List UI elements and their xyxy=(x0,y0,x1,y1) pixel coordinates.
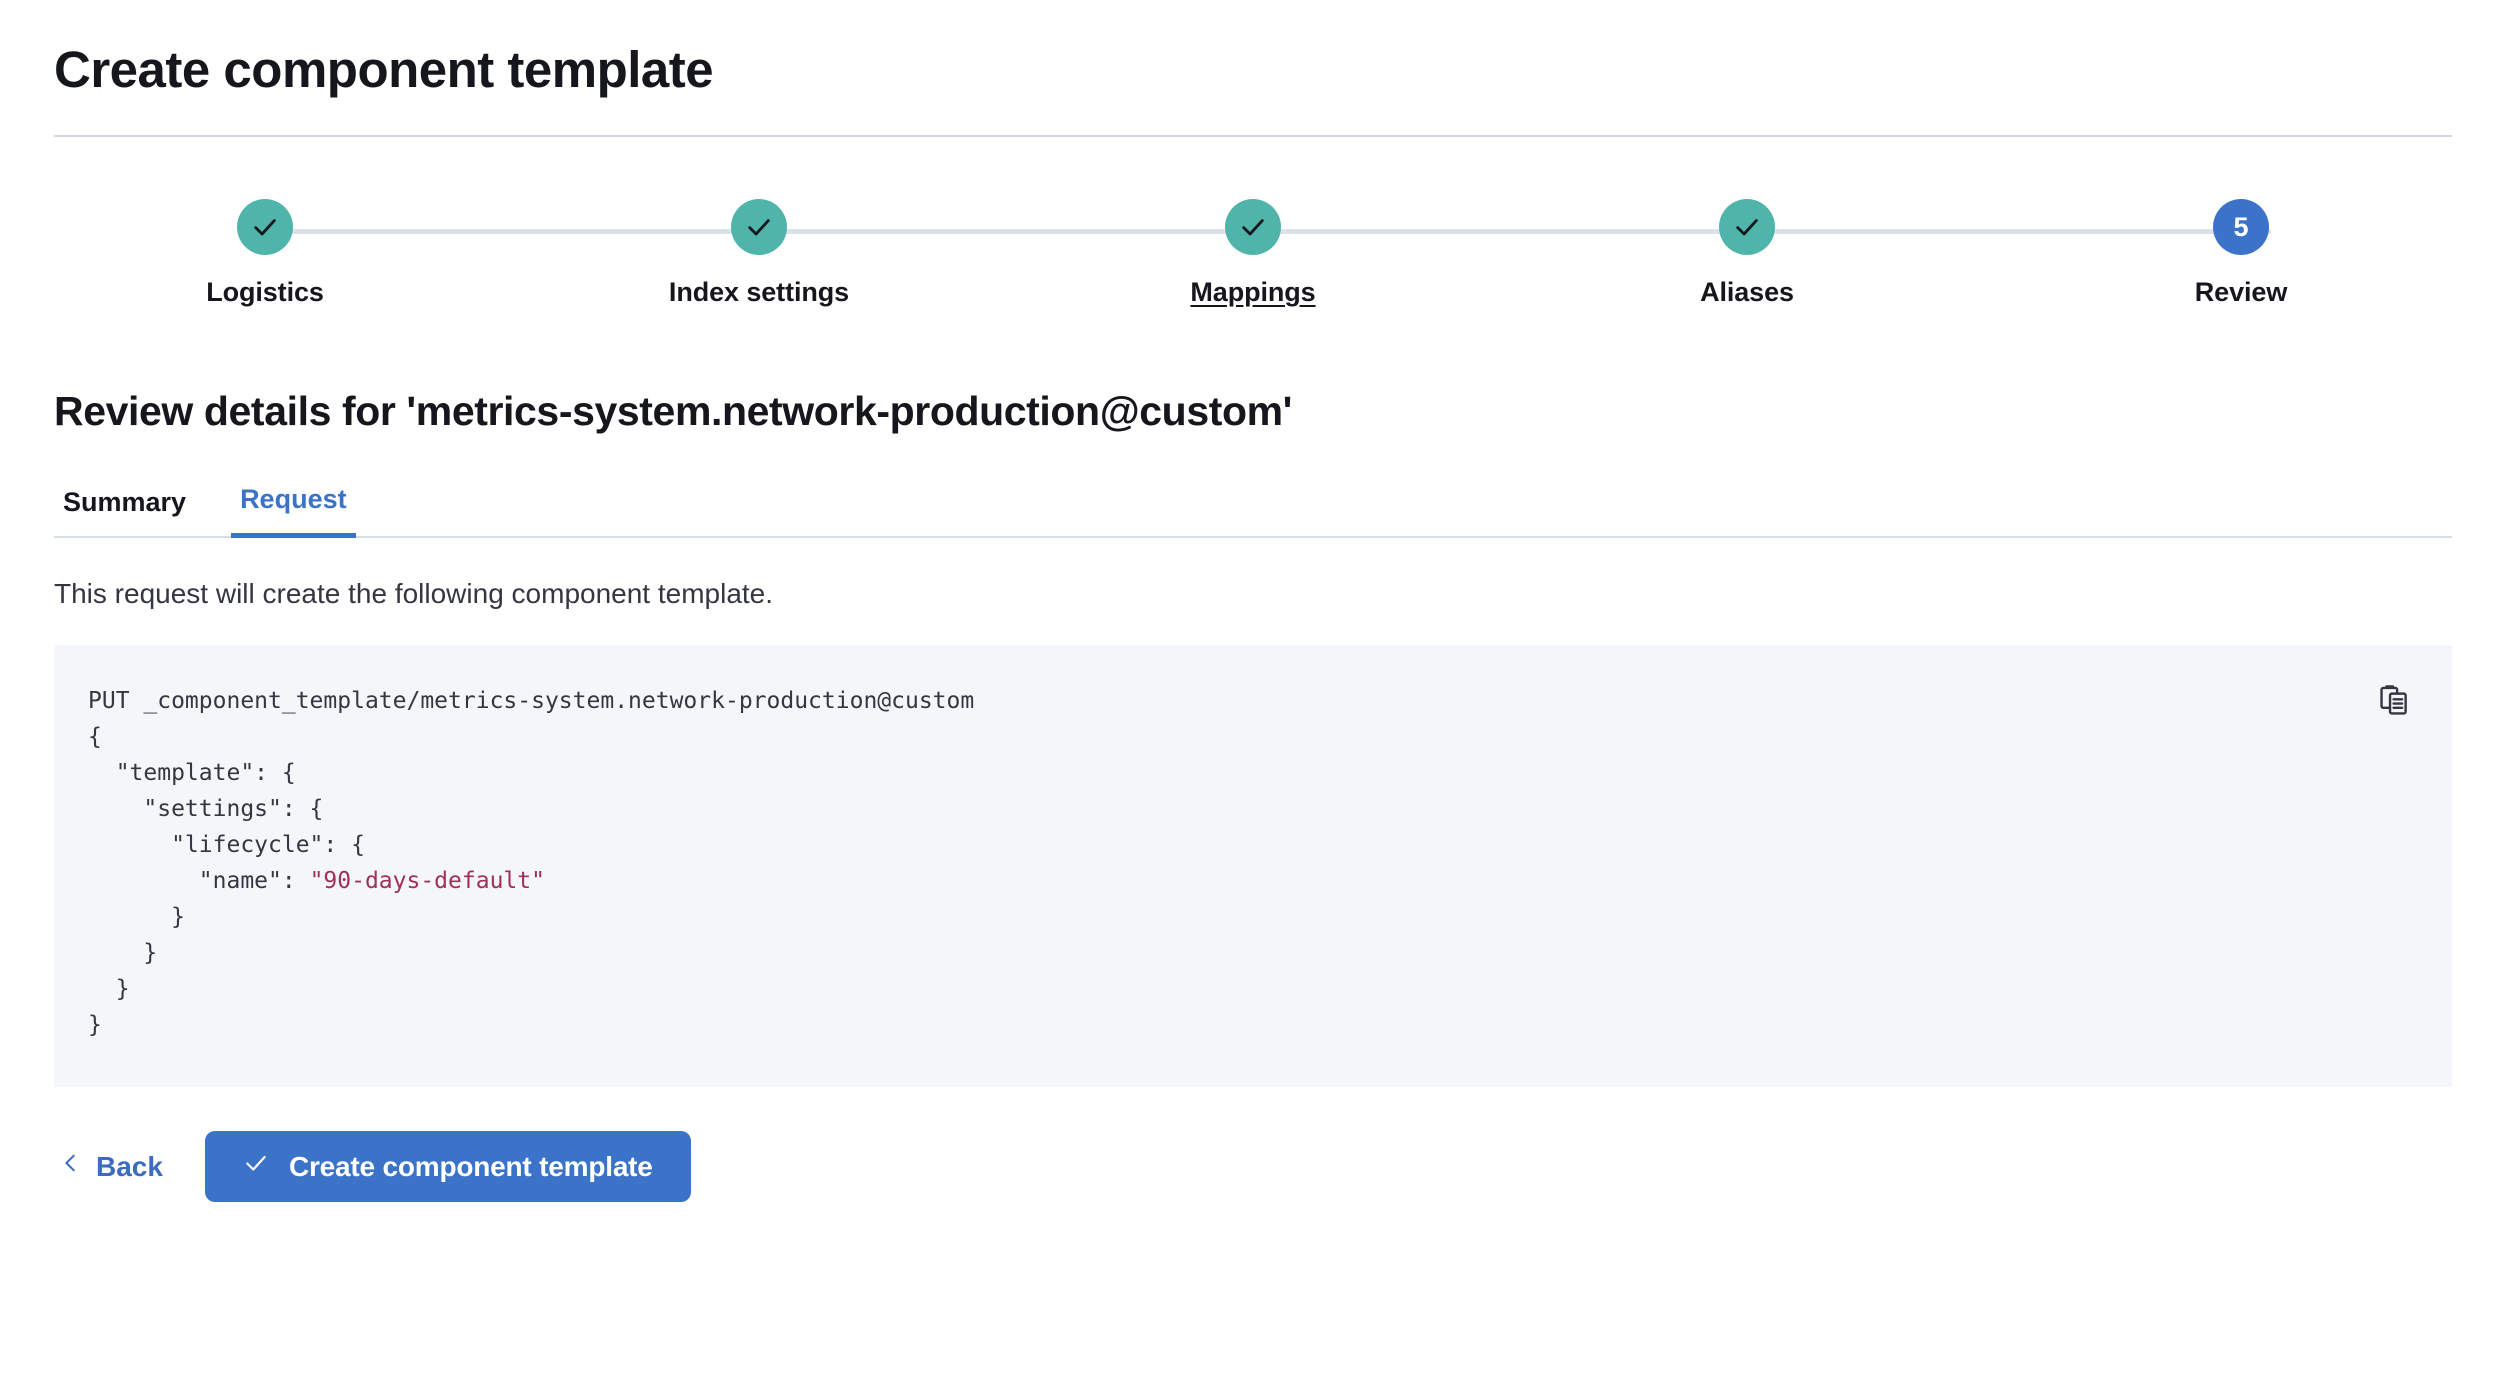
header-divider xyxy=(54,135,2452,137)
create-component-template-label: Create component template xyxy=(288,1150,653,1182)
check-icon xyxy=(1719,199,1775,255)
page-title: Create component template xyxy=(54,41,714,98)
stepper-steps: Logistics Index settings Mappings Aliase… xyxy=(54,199,2452,308)
step-label-logistics: Logistics xyxy=(206,277,324,307)
check-icon xyxy=(243,1150,269,1183)
check-icon xyxy=(1225,199,1281,255)
review-heading: Review details for 'metrics-system.netwo… xyxy=(54,388,1293,434)
step-index-settings[interactable]: Index settings xyxy=(644,199,874,308)
step-aliases[interactable]: Aliases xyxy=(1632,199,1862,308)
request-body-open: { "template": { "settings": { "lifecycle… xyxy=(88,724,365,895)
step-label-mappings: Mappings xyxy=(1190,277,1316,307)
step-review[interactable]: 5 Review xyxy=(2126,199,2356,308)
step-label-review: Review xyxy=(2194,277,2288,307)
check-icon xyxy=(237,199,293,255)
back-button[interactable]: Back xyxy=(54,1142,169,1191)
chevron-left-icon xyxy=(60,1150,82,1183)
wizard-stepper: Logistics Index settings Mappings Aliase… xyxy=(54,199,2452,329)
create-component-template-button[interactable]: Create component template xyxy=(204,1131,691,1203)
step-number-badge: 5 xyxy=(2213,199,2269,255)
request-string-value: "90-days-default" xyxy=(309,868,545,895)
step-mappings[interactable]: Mappings xyxy=(1138,199,1368,308)
tab-summary[interactable]: Summary xyxy=(54,484,195,538)
request-body-close: } } } } xyxy=(88,904,185,1039)
step-label-index-settings: Index settings xyxy=(668,277,850,307)
request-code-block: PUT _component_template/metrics-system.n… xyxy=(54,645,2452,1088)
request-line: PUT _component_template/metrics-system.n… xyxy=(88,688,975,715)
clipboard-copy-icon[interactable] xyxy=(2372,677,2418,723)
tab-request[interactable]: Request xyxy=(231,484,356,539)
request-code: PUT _component_template/metrics-system.n… xyxy=(88,683,2418,1043)
step-logistics[interactable]: Logistics xyxy=(150,199,380,308)
step-label-aliases: Aliases xyxy=(1700,277,1794,307)
check-icon xyxy=(731,199,787,255)
request-description: This request will create the following c… xyxy=(54,578,774,610)
back-button-label: Back xyxy=(96,1150,163,1182)
wizard-actions: Back Create component template xyxy=(54,1131,2452,1203)
review-tabs: Summary Request xyxy=(54,482,2452,539)
